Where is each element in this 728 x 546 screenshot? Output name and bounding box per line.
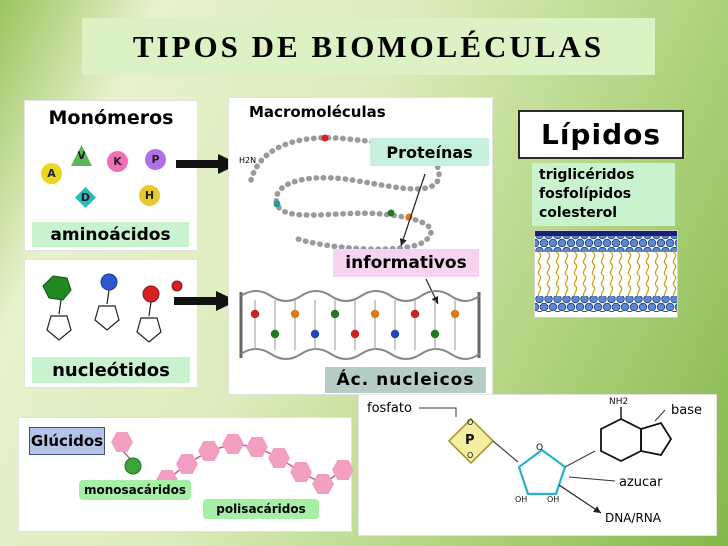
dna-ladder-drawing	[235, 284, 485, 366]
monomeros-title: Monómeros	[48, 107, 174, 129]
fosfato-label: fosfato	[367, 401, 412, 416]
oxygen-atom-label: O	[467, 451, 474, 460]
macromoleculas-panel: Macromoléculas H2N Proteínas informativo…	[228, 97, 493, 395]
lipidos-item: colesterol	[539, 204, 618, 221]
amine-group-label: NH2	[609, 397, 629, 407]
nucleotide-molecules-drawing	[31, 264, 191, 356]
hexagon-sugar	[268, 448, 290, 468]
amino-acid-badge: H	[139, 185, 160, 206]
ring-oxygen-label: O	[536, 443, 544, 453]
amino-acid-badge: P	[145, 149, 166, 170]
hydroxyl-label: OH	[515, 495, 528, 504]
polisacaridos-caption: polisacáridos	[203, 499, 319, 519]
monosacaridos-caption: monosacáridos	[79, 480, 191, 500]
protein-terminal-label: H2N	[239, 156, 257, 165]
base-label: base	[671, 403, 702, 418]
lipid-bilayer-image	[534, 230, 678, 318]
monomeros-panel: Monómeros A V K P D H aminoácidos	[24, 100, 198, 251]
nucleotidos-panel: nucleótidos	[24, 259, 198, 388]
hexagon-sugar	[290, 462, 312, 482]
oxygen-atom-label: O	[467, 418, 474, 427]
nucleotide-structure-panel: fosfato base azucar DNA/RNA P O O O OH O…	[358, 394, 717, 536]
amino-acid-badge: V	[71, 145, 92, 166]
azucar-label: azucar	[619, 475, 663, 490]
hexagon-sugar	[198, 441, 220, 461]
hexagon-sugar	[312, 474, 334, 494]
lipidos-title: Lípidos	[540, 118, 662, 151]
hexagon-sugar	[332, 460, 354, 480]
glucidos-panel: Glúcidos monosacáridos polisacáridos	[18, 417, 354, 532]
slide-title-box: TIPOS DE BIOMOLÉCULAS	[82, 18, 655, 75]
hexagon-sugar	[246, 437, 268, 457]
amino-acid-badge: K	[107, 151, 128, 172]
proteinas-caption: Proteínas	[370, 138, 489, 166]
lipidos-title-box: Lípidos	[518, 110, 684, 159]
arrow-nucleotides-to-macromolecules-icon	[174, 290, 238, 312]
informativos-caption: informativos	[333, 249, 479, 277]
nucleotidos-caption: nucleótidos	[32, 357, 190, 383]
amino-acid-badge: A	[41, 163, 62, 184]
glucidos-title: Glúcidos	[29, 427, 105, 455]
lipidos-item: fosfolípidos	[539, 185, 632, 202]
dna-rna-label: DNA/RNA	[605, 511, 661, 525]
phosphorus-atom-label: P	[465, 433, 475, 448]
hydroxyl-label: OH	[547, 495, 560, 504]
arrow-monomers-to-macromolecules-icon	[176, 153, 240, 175]
hexagon-sugar	[111, 432, 133, 452]
macromoleculas-title: Macromoléculas	[249, 103, 386, 121]
nucleotide-structure-drawing	[359, 395, 716, 535]
hexagon-sugar	[222, 434, 244, 454]
aminoacidos-caption: aminoácidos	[32, 222, 189, 247]
lipidos-item: triglicéridos	[539, 167, 635, 183]
lipidos-list: triglicéridos fosfolípidos colesterol	[532, 163, 675, 226]
acidos-nucleicos-caption: Ác. nucleicos	[325, 367, 486, 393]
amino-acid-badge: D	[75, 187, 96, 208]
hexagon-sugar	[176, 454, 198, 474]
slide-title: TIPOS DE BIOMOLÉCULAS	[132, 28, 605, 64]
